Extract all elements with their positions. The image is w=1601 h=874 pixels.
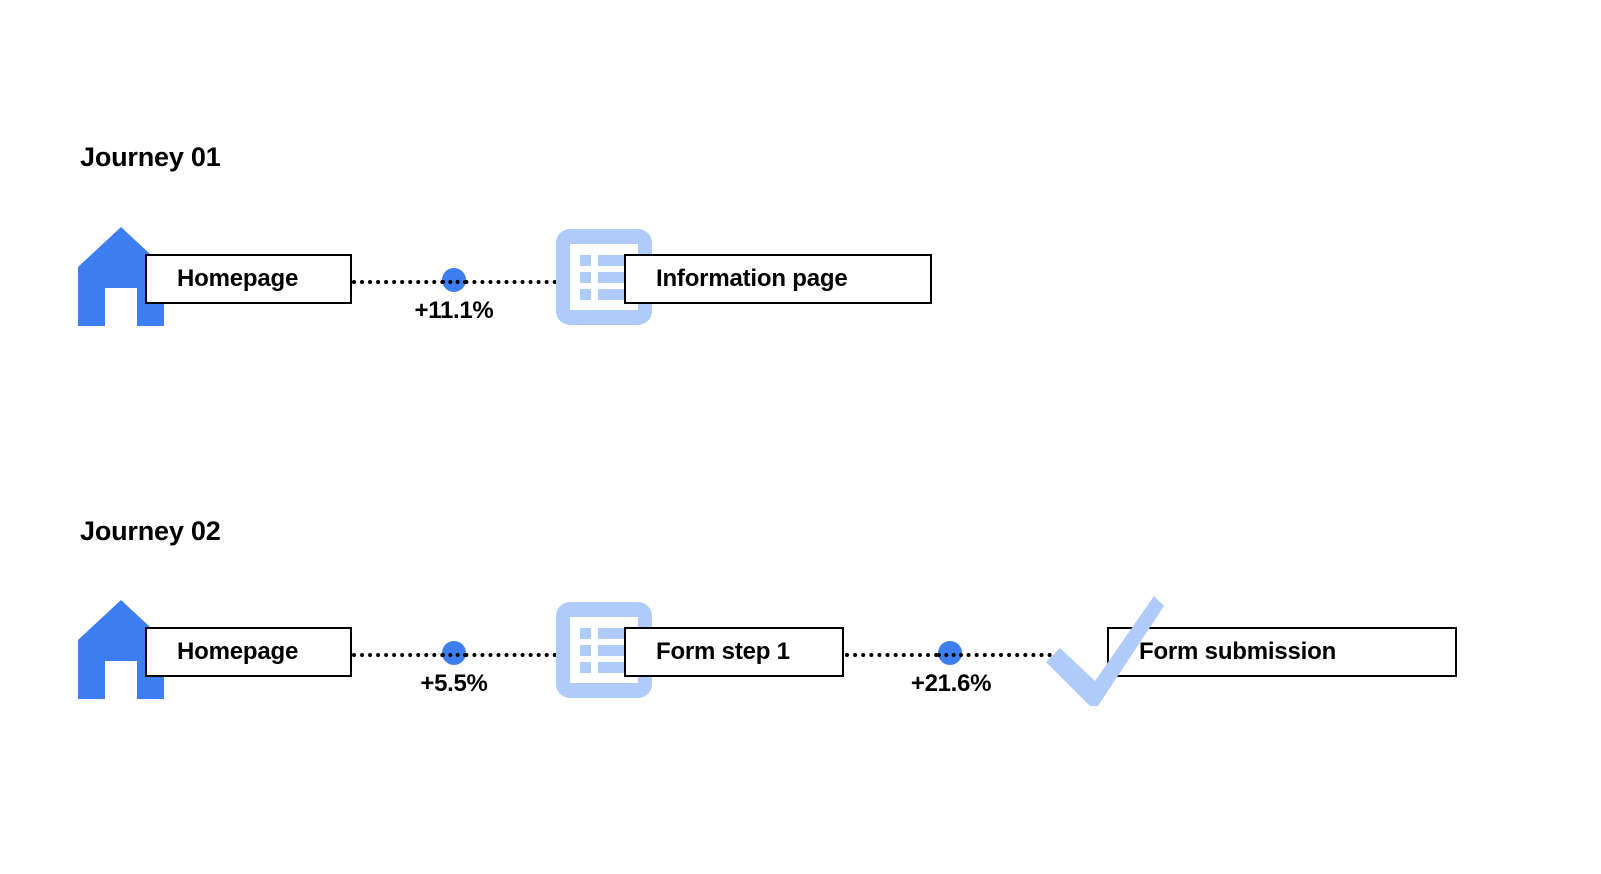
node-label-box[interactable]: Form submission — [1107, 627, 1457, 677]
dotted-line-over-dot — [441, 653, 467, 657]
node-label: Homepage — [177, 265, 299, 292]
node-label: Form submission — [1139, 638, 1337, 665]
dotted-line-over-dot — [441, 280, 467, 284]
checkmark-icon — [1046, 596, 1164, 713]
journey-02-flow: +5.5% +21.6% Homepage — [0, 596, 1601, 758]
connector-percentage-label: +21.6% — [910, 670, 992, 697]
dotted-line-over-dot — [937, 653, 963, 657]
node-label-box[interactable]: Form step 1 — [624, 627, 844, 677]
house-icon — [78, 600, 164, 704]
journey-02-connector-1: +5.5% — [352, 598, 565, 758]
house-icon — [78, 227, 164, 331]
node-label-box[interactable]: Homepage — [145, 254, 352, 304]
connector-percentage-label: +5.5% — [420, 670, 488, 697]
journey-01-flow: +11.1% Homepage — [0, 225, 1601, 385]
connector-percentage-label: +11.1% — [414, 297, 494, 324]
node-label: Homepage — [177, 638, 299, 665]
node-label-box[interactable]: Homepage — [145, 627, 352, 677]
journey-01-title: Journey 01 — [80, 142, 221, 172]
node-label: Information page — [656, 265, 848, 292]
journey-01-connector-1: +11.1% — [352, 225, 565, 385]
journey-02-connector-2: +21.6% — [845, 598, 1060, 758]
journey-02-title: Journey 02 — [80, 516, 221, 546]
node-label: Form step 1 — [656, 638, 790, 665]
node-label-box[interactable]: Information page — [624, 254, 932, 304]
